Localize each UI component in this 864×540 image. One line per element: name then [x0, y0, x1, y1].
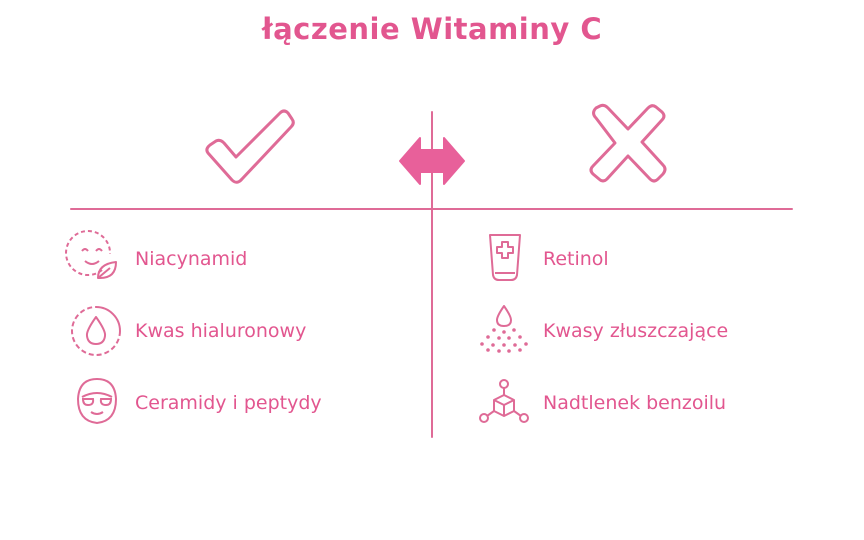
bad-item-label: Retinol	[543, 248, 609, 270]
drop-particles-icon	[480, 305, 528, 353]
face-mask-icon	[76, 377, 118, 425]
double-arrow-icon	[399, 137, 465, 185]
good-item-label: Ceramidy i peptydy	[135, 392, 322, 414]
bad-item-label: Nadtlenek benzoilu	[543, 392, 727, 414]
cream-tube-icon	[489, 234, 521, 281]
bad-item-label: Kwasy złuszczające	[543, 320, 729, 342]
good-item-label: Kwas hialuronowy	[135, 320, 307, 342]
good-item-label: Niacynamid	[135, 248, 248, 270]
molecule-cube-icon	[479, 379, 529, 423]
cross-icon	[589, 103, 667, 183]
page-title: łączenie Witaminy C	[261, 12, 603, 46]
water-drop-icon	[71, 306, 121, 356]
checkmark-icon	[205, 109, 295, 184]
face-leaf-icon	[65, 230, 117, 279]
